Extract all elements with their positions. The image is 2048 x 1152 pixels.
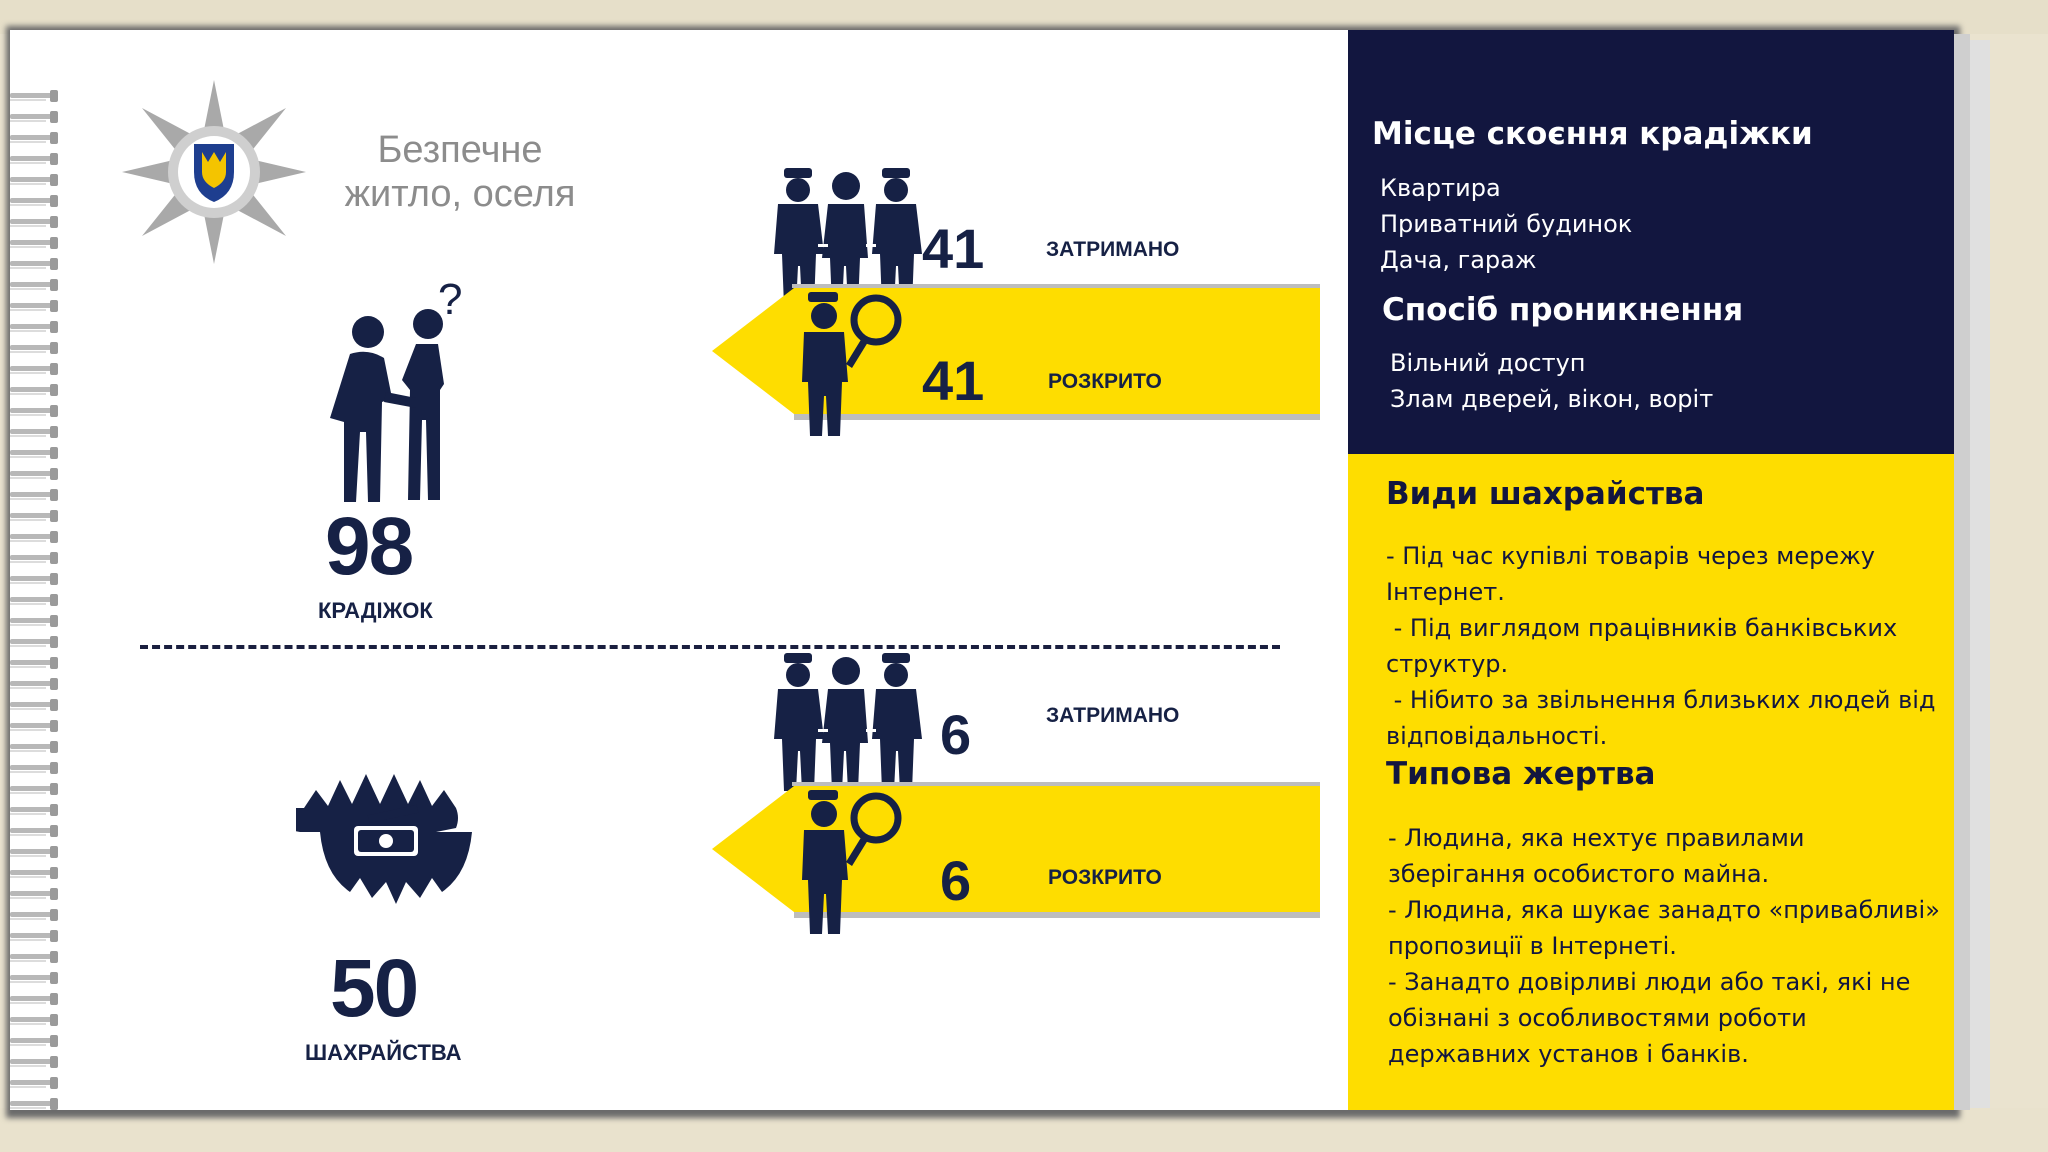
thefts-total-label: КРАДІЖОК (318, 598, 433, 623)
infographic-page: Безпечне житло, оселя ? 98 КРАДІЖОК 50 Ш… (10, 30, 1954, 1110)
section-divider (140, 645, 1280, 649)
frauds-solved-banner (712, 782, 1320, 918)
bear-trap-money-icon (296, 774, 472, 904)
fraud-types-text: - Під час купівлі товарів через мережу І… (1386, 538, 1936, 754)
police-detaining-icon (774, 653, 922, 791)
places-list: Квартира Приватний будинок Дача, гараж (1380, 170, 1632, 278)
title-line-1: Безпечне (377, 129, 543, 171)
theft-info-panel: Місце скоєння крадіжки Квартира Приватни… (1348, 30, 1954, 454)
fraud-line: - Під виглядом працівників банківських (1386, 614, 1898, 642)
victim-line: пропозиції в Інтернеті. (1388, 932, 1677, 960)
victim-line: обізнані з особливостями роботи (1388, 1004, 1807, 1032)
victim-line: - Людина, яка шукає занадто «привабливі» (1388, 896, 1940, 924)
police-detaining-icon (774, 168, 922, 306)
fraud-info-panel: Види шахрайства - Під час купівлі товарі… (1348, 454, 1954, 1110)
thefts-total-number: 98 (325, 501, 414, 592)
svg-text:?: ? (438, 280, 462, 324)
fraud-types-heading: Види шахрайства (1386, 476, 1705, 512)
frauds-solved-number: 6 (940, 849, 972, 912)
title-line-2: житло, оселя (344, 173, 576, 215)
page-title: Безпечне житло, оселя (310, 128, 610, 216)
place-item: Квартира (1380, 174, 1501, 202)
place-item: Дача, гараж (1380, 246, 1537, 274)
victim-line: державних установ і банків. (1388, 1040, 1749, 1068)
typical-victim-text: - Людина, яка нехтує правилами зберіганн… (1388, 820, 1940, 1072)
fraud-line: Інтернет. (1386, 578, 1505, 606)
frauds-detained-label: ЗАТРИМАНО (1046, 704, 1180, 727)
victim-line: зберігання особистого майна. (1388, 860, 1770, 888)
frauds-total-label: ШАХРАЙСТВА (305, 1040, 462, 1065)
entry-item: Вільний доступ (1390, 349, 1586, 377)
victim-line: - Людина, яка нехтує правилами (1388, 824, 1805, 852)
frauds-solved-label: РОЗКРИТО (1048, 866, 1162, 889)
police-magnifier-icon (802, 790, 902, 934)
typical-victim-heading: Типова жертва (1386, 756, 1656, 792)
entry-heading: Спосіб проникнення (1382, 292, 1744, 328)
thefts-detained-label: ЗАТРИМАНО (1046, 238, 1180, 261)
frauds-total-number: 50 (330, 943, 419, 1034)
thefts-solved-number: 41 (922, 349, 985, 412)
police-magnifier-icon (802, 292, 902, 436)
place-item: Приватний будинок (1380, 210, 1633, 238)
entry-list: Вільний доступ Злам дверей, вікон, воріт (1390, 345, 1713, 417)
page-edge-outer (1970, 40, 1990, 1108)
fraud-line: - Нібито за звільнення близьких людей ві… (1386, 686, 1936, 714)
thefts-detained-number: 41 (922, 217, 985, 280)
pickpocket-icon: ? (330, 280, 462, 502)
fraud-line: відповідальності. (1386, 722, 1608, 750)
entry-item: Злам дверей, вікон, воріт (1390, 385, 1714, 413)
fraud-line: - Під час купівлі товарів через мережу (1386, 542, 1875, 570)
thefts-solved-banner (712, 284, 1320, 420)
place-heading: Місце скоєння крадіжки (1372, 116, 1813, 152)
frauds-detained-number: 6 (940, 703, 972, 766)
fraud-line: структур. (1386, 650, 1509, 678)
police-star-emblem-icon (122, 80, 306, 264)
spiral-binding (10, 90, 70, 1110)
victim-line: - Занадто довірливі люди або такі, які н… (1388, 968, 1911, 996)
thefts-solved-label: РОЗКРИТО (1048, 370, 1162, 393)
